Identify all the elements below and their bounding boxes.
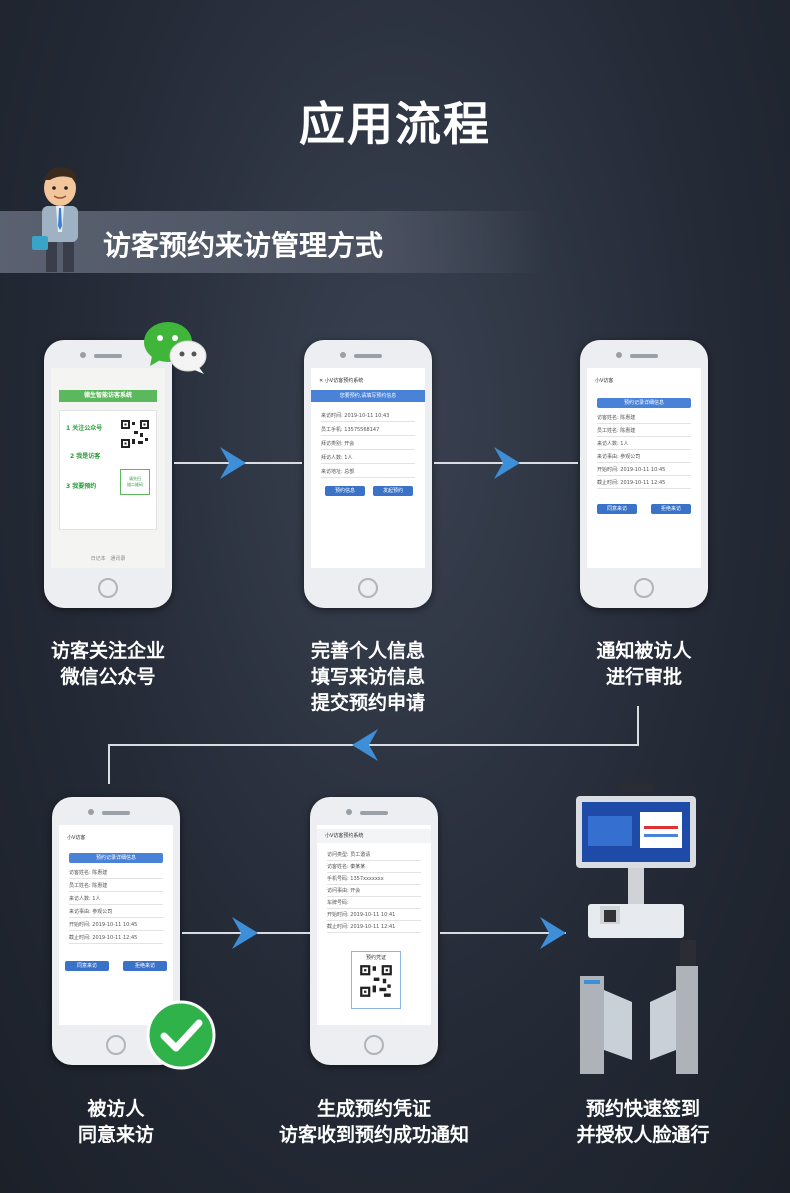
record-row: 员工姓名: 陈惠建 <box>597 427 691 437</box>
app-header: 小V访客预约系统 <box>325 833 364 839</box>
voucher-row: 车牌号码: <box>327 899 421 909</box>
arrow-right-icon <box>494 447 520 479</box>
voucher-row: 截止时间: 2019-10-11 12:41 <box>327 923 421 933</box>
record-row: 员工姓名: 陈惠建 <box>69 882 163 892</box>
app-header: 小V访客 <box>67 835 86 841</box>
info-banner: 您要预约,请填写预约信息 <box>311 390 425 402</box>
arrow-right-icon <box>220 447 246 479</box>
phone-screen: 小V访客 预约记录详细信息 访客姓名: 陈惠建 员工姓名: 陈惠建 来访人数: … <box>587 368 701 568</box>
voucher-row: 访问事由: 开会 <box>327 887 421 897</box>
record-row: 来访人数: 1人 <box>597 440 691 450</box>
check-icon <box>146 1000 216 1070</box>
scan-tip-box: 请先扫 描二维码 <box>120 469 150 495</box>
step-4-caption: 被访人 同意来访 <box>77 1098 154 1146</box>
businessman-illustration <box>32 167 78 272</box>
phone-screen: 德生智能访客系统 1 关注公众号 2 我是访客 3 我要预约 <box>51 368 165 568</box>
system-title: 德生智能访客系统 <box>59 390 157 402</box>
record-row: 截止时间: 2019-10-11 12:45 <box>69 934 163 944</box>
menu-item-follow: 关注公众号 <box>72 425 103 432</box>
record-row: 来访事由: 参观公司 <box>597 453 691 463</box>
item-number: 1 <box>66 425 71 432</box>
step-6-caption: 预约快速签到 并授权人脸通行 <box>576 1098 710 1146</box>
record-banner: 预约记录详细信息 <box>69 853 163 863</box>
record-row: 开始时间: 2019-10-11 10:45 <box>597 466 691 476</box>
submit-appointment-button[interactable]: 发起预约 <box>373 486 413 496</box>
wechat-icon <box>144 322 207 374</box>
appointment-info-button[interactable]: 预约信息 <box>325 486 365 496</box>
record-row: 访客姓名: 陈惠建 <box>69 869 163 879</box>
phone-step-3: 小V访客 预约记录详细信息 访客姓名: 陈惠建 员工姓名: 陈惠建 来访人数: … <box>580 340 708 608</box>
record-row: 访客姓名: 陈惠建 <box>597 414 691 424</box>
phone-screen: 小V访客预约系统 访问类型: 员工邀请 访客姓名: 秦某某 手机号码: 1357… <box>317 825 431 1025</box>
home-button <box>106 1035 126 1055</box>
phone-screen: 小V访客 预约记录详细信息 访客姓名: 陈惠建 员工姓名: 陈惠建 来访人数: … <box>59 825 173 1025</box>
phone-screen: ✕ 小V访客预约系统 您要预约,请填写预约信息 来访时间: 2019-10-11… <box>311 368 425 568</box>
step-3-caption: 通知被访人 进行审批 <box>596 640 692 688</box>
bottom-tab[interactable]: 日记本 <box>90 556 106 562</box>
record-banner: 预约记录详细信息 <box>597 398 691 408</box>
phone-step-5: 小V访客预约系统 访问类型: 员工邀请 访客姓名: 秦某某 手机号码: 1357… <box>310 797 438 1065</box>
voucher-row: 手机号码: 1357xxxxxxx <box>327 875 421 885</box>
arrow-left-icon <box>352 729 378 761</box>
form-row[interactable]: 拜访类别: 开会 <box>321 440 415 450</box>
step-5-caption: 生成预约凭证 访客收到预约成功通知 <box>278 1098 469 1146</box>
arrow-right-icon <box>232 917 258 949</box>
qr-voucher-card: 预约凭证 <box>351 951 401 1009</box>
close-icon[interactable]: ✕ <box>319 378 324 384</box>
home-button <box>98 578 118 598</box>
form-row[interactable]: 员工手机: 13575568147 <box>321 426 415 436</box>
qr-code-icon <box>360 965 392 997</box>
app-header: 小V访客 <box>595 378 614 384</box>
home-button <box>634 578 654 598</box>
home-button <box>358 578 378 598</box>
phone-step-1: 德生智能访客系统 1 关注公众号 2 我是访客 3 我要预约 <box>44 340 172 608</box>
form-row[interactable]: 来访地址: 总部 <box>321 468 415 478</box>
approve-button[interactable]: 同意来访 <box>65 961 109 971</box>
form-row[interactable]: 拜访人数: 1人 <box>321 454 415 464</box>
voucher-row: 访问类型: 员工邀请 <box>327 851 421 861</box>
reject-button[interactable]: 拒绝来访 <box>651 504 691 514</box>
approve-button[interactable]: 同意来访 <box>597 504 637 514</box>
menu-item-appointment: 我要预约 <box>72 483 97 490</box>
kiosk-terminal-icon <box>576 784 696 938</box>
item-number: 3 <box>66 483 71 490</box>
connector-line <box>637 706 639 746</box>
arrow-right-icon <box>540 917 566 949</box>
phone-step-2: ✕ 小V访客预约系统 您要预约,请填写预约信息 来访时间: 2019-10-11… <box>304 340 432 608</box>
home-button <box>364 1035 384 1055</box>
app-header: 小V访客预约系统 <box>324 378 364 384</box>
step-1-caption: 访客关注企业 微信公众号 <box>50 640 165 688</box>
qr-label: 预约凭证 <box>365 955 386 961</box>
turnstile-gate-icon <box>580 940 698 1074</box>
page-title: 应用流程 <box>299 97 491 151</box>
reject-button[interactable]: 拒绝来访 <box>123 961 167 971</box>
connector-line <box>108 744 110 784</box>
menu-item-visitor: 我是访客 <box>76 453 101 460</box>
voucher-row: 开始时间: 2019-10-11 10:41 <box>327 911 421 921</box>
step-2-caption: 完善个人信息 填写来访信息 提交预约申请 <box>310 640 425 714</box>
record-row: 来访人数: 1人 <box>69 895 163 905</box>
bottom-tab[interactable]: 通讯录 <box>110 556 126 562</box>
voucher-row: 访客姓名: 秦某某 <box>327 863 421 873</box>
banner-text: 访客预约来访管理方式 <box>103 229 384 262</box>
record-row: 来访事由: 参观公司 <box>69 908 163 918</box>
record-row: 截止时间: 2019-10-11 12:45 <box>597 479 691 489</box>
connector-line <box>108 744 639 746</box>
qr-code-icon <box>120 419 150 449</box>
form-row[interactable]: 来访时间: 2019-10-11 10:43 <box>321 412 415 422</box>
item-number: 2 <box>70 453 75 460</box>
record-row: 开始时间: 2019-10-11 10:45 <box>69 921 163 931</box>
connector-line <box>440 932 566 934</box>
section-banner <box>0 211 545 273</box>
